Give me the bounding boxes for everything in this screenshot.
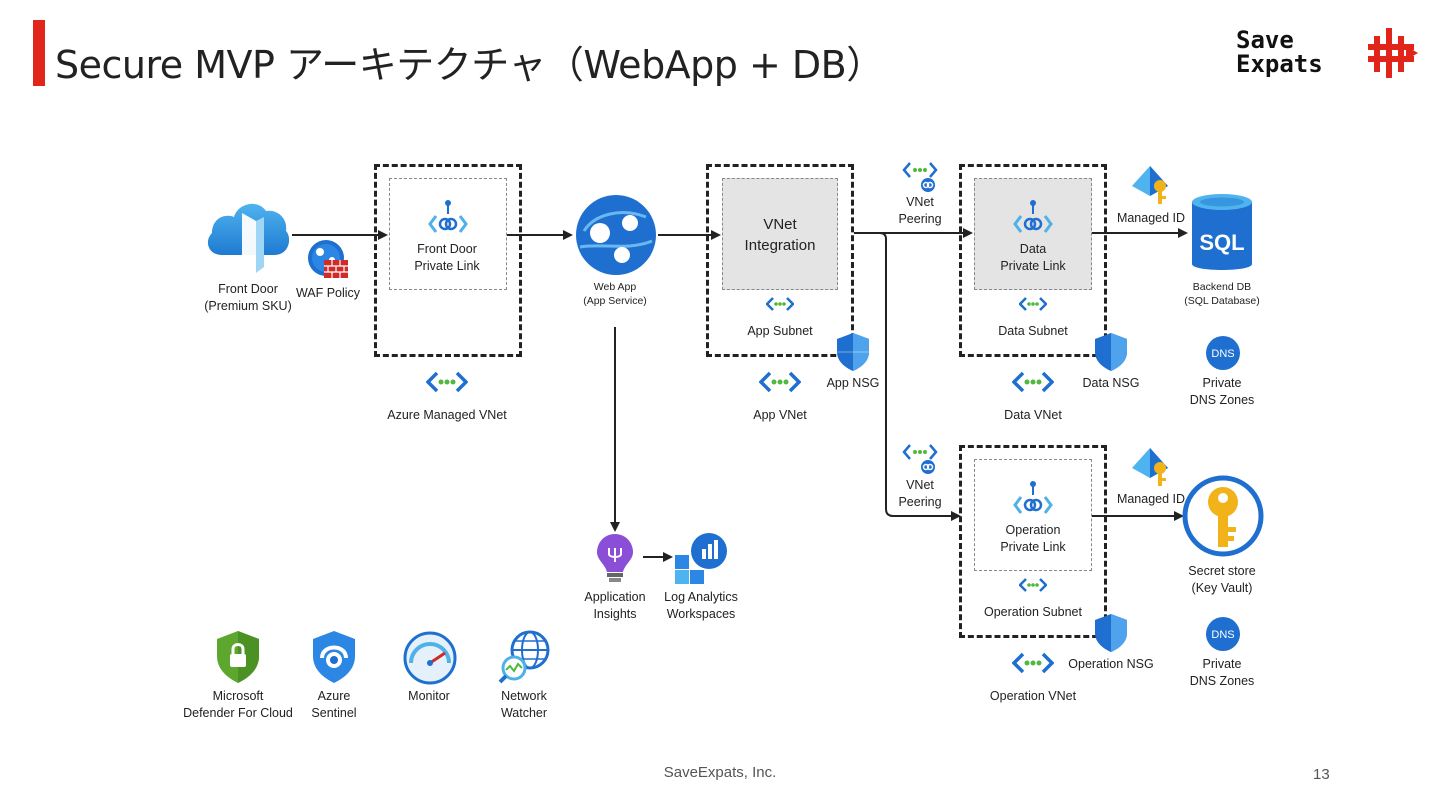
web-app-icon xyxy=(576,195,656,275)
azure-managed-vnet-label: Azure Managed VNet xyxy=(387,408,507,422)
waf-policy-label: WAF Policy xyxy=(295,286,361,300)
page-number: 13 xyxy=(1313,766,1330,783)
waf-policy-icon xyxy=(308,240,348,278)
application-insights-icon xyxy=(597,534,633,582)
ops-vnet-box xyxy=(959,445,1107,638)
operation-nsg-shield-icon xyxy=(1095,614,1127,652)
app-subnet-icon xyxy=(766,297,794,311)
data-vnet-label: Data VNet xyxy=(1004,408,1062,422)
network-watcher-icon xyxy=(498,630,550,684)
data-nsg-label: Data NSG xyxy=(1082,376,1140,390)
front-door-icon xyxy=(207,203,290,273)
data-subnet-icon xyxy=(1019,297,1047,311)
managed-id-db-label: Managed ID xyxy=(1116,211,1186,225)
data-nsg-shield-icon xyxy=(1095,333,1127,371)
logo-mark-icon xyxy=(1368,28,1418,78)
company-logo: Save Expats xyxy=(1236,28,1420,80)
monitor-gauge-icon xyxy=(403,631,457,685)
app-vnet-label: App VNet xyxy=(753,408,807,422)
vnet-integration-box xyxy=(722,178,838,290)
data-vnet-box xyxy=(959,164,1107,357)
key-vault-label: Secret store(Key Vault) xyxy=(1188,564,1256,595)
operation-subnet-icon xyxy=(1019,578,1047,592)
managed-id-db-icon xyxy=(1132,166,1168,204)
key-vault-icon xyxy=(1182,475,1264,557)
app-vnet-box xyxy=(706,164,854,357)
vnet-peering-ops-icon xyxy=(902,444,938,474)
ops-private-link-box xyxy=(974,459,1092,571)
logo-line-1: Save xyxy=(1236,26,1294,54)
dns-data-icon-text: DNS xyxy=(1211,348,1234,360)
data-subnet-label: Data Subnet xyxy=(998,324,1068,338)
defender-shield-icon xyxy=(217,631,259,683)
title-accent-bar xyxy=(33,20,45,86)
operation-private-link-icon xyxy=(1013,481,1053,514)
app-nsg-label: App NSG xyxy=(826,376,880,390)
operation-vnet-label: Operation VNet xyxy=(989,689,1077,703)
app-nsg-shield-icon xyxy=(837,333,869,371)
monitor-label: Monitor xyxy=(408,689,450,703)
data-private-link-box xyxy=(974,178,1092,290)
app-subnet-label: App Subnet xyxy=(747,324,813,338)
logo-line-2: Expats xyxy=(1236,50,1323,78)
azure-managed-vnet-box xyxy=(374,164,522,357)
fd-private-link-box xyxy=(389,178,507,290)
slide-title: Secure MVP アーキテクチャ（WebApp + DB） xyxy=(55,43,884,87)
data-vnet-icon xyxy=(1012,371,1054,393)
data-private-link-icon xyxy=(1013,200,1053,233)
app-vnet-icon xyxy=(759,371,801,393)
vnet-peering-data-icon xyxy=(902,162,938,192)
managed-id-kv-label: Managed ID xyxy=(1116,492,1186,506)
operation-vnet-icon xyxy=(1012,652,1054,674)
managed-id-kv-icon xyxy=(1132,448,1168,486)
backend-db-label: Backend DB(SQL Database) xyxy=(1184,281,1260,307)
private-dns-ops-icon: DNS xyxy=(1206,617,1240,651)
front-door-private-link-icon xyxy=(428,200,468,233)
web-app-label: Web App(App Service) xyxy=(583,281,647,307)
front-door-label: Front Door(Premium SKU) xyxy=(204,282,292,313)
dns-ops-icon-text: DNS xyxy=(1211,629,1234,641)
arrow-app-to-ops xyxy=(854,232,961,521)
log-analytics-icon xyxy=(675,533,727,584)
sql-database-icon: SQL xyxy=(1192,194,1252,270)
private-dns-data-icon: DNS xyxy=(1206,336,1240,370)
operation-nsg-label: Operation NSG xyxy=(1068,657,1154,671)
footer-company: SaveExpats, Inc. xyxy=(663,764,777,781)
azure-managed-vnet-icon xyxy=(426,371,468,393)
sql-icon-text: SQL xyxy=(1199,230,1244,255)
operation-subnet-label: Operation Subnet xyxy=(984,605,1082,619)
sentinel-shield-icon xyxy=(313,631,355,683)
